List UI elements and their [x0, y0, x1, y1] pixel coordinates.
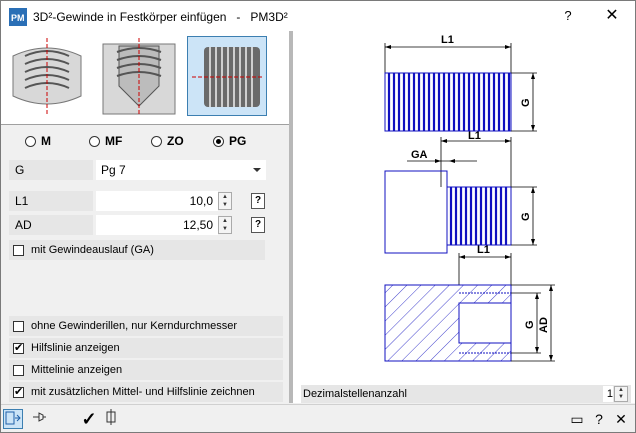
- l1-input[interactable]: 10,0: [96, 191, 218, 211]
- ad-label: AD: [9, 215, 93, 235]
- radio-mf-label: MF: [105, 134, 123, 148]
- mittellinie-label: Mittelinie anzeigen: [31, 364, 123, 376]
- window-title: 3D²-Gewinde in Festkörper einfügen - PM3…: [33, 10, 288, 24]
- radio-zo-dot[interactable]: [151, 135, 162, 147]
- dim-l1-1: L1: [441, 34, 454, 46]
- bottom-toolbar: ✓ ▭ ? ✕: [1, 404, 635, 432]
- thread-type-radio-group: M MF ZO PG: [25, 133, 265, 149]
- pin-icon[interactable]: [29, 409, 49, 429]
- radio-pg[interactable]: PG: [213, 133, 246, 149]
- ad-spinner[interactable]: ▲▼: [218, 216, 232, 234]
- thread-style-thumbnails: [1, 31, 289, 124]
- hilfslinie-checkbox[interactable]: Hilfslinie anzeigen: [9, 338, 283, 358]
- decimal-places-label: Dezimalstellenanzahl: [301, 385, 631, 403]
- zusaetzlich-checkbox[interactable]: mit zusätzlichen Mittel- und Hilfslinie …: [9, 382, 283, 402]
- decimal-places-input[interactable]: 1: [603, 386, 613, 402]
- g-label: G: [9, 160, 93, 180]
- close-button[interactable]: ✕: [605, 7, 619, 24]
- ohne-gewinderillen-label: ohne Gewinderillen, nur Kerndurchmesser: [31, 320, 238, 332]
- pm3d-app-icon: PM: [9, 8, 27, 26]
- insert-thread-icon[interactable]: [101, 409, 121, 429]
- title-bar: PM 3D²-Gewinde in Festkörper einfügen - …: [1, 1, 635, 31]
- thread-style-blind-icon[interactable]: [99, 36, 179, 116]
- radio-zo[interactable]: ZO: [151, 133, 184, 149]
- dim-g-1: G: [520, 98, 532, 107]
- dim-l1-3: L1: [477, 244, 490, 256]
- ok-checkmark-icon[interactable]: ✓: [81, 409, 97, 429]
- l1-spinner[interactable]: ▲▼: [218, 192, 232, 210]
- radio-mf-dot[interactable]: [89, 135, 100, 147]
- ohne-gewinderillen-box[interactable]: [13, 320, 24, 332]
- dim-g-2: G: [520, 212, 532, 221]
- ohne-gewinderillen-checkbox[interactable]: ohne Gewinderillen, nur Kerndurchmesser: [9, 316, 283, 336]
- preview-thread-with-ga: L1 GA G: [384, 130, 537, 254]
- gewindeauslauf-box[interactable]: [13, 244, 24, 256]
- radio-m-label: M: [41, 134, 51, 148]
- mittellinie-checkbox[interactable]: Mittelinie anzeigen: [9, 360, 283, 380]
- hilfslinie-label: Hilfslinie anzeigen: [31, 342, 120, 354]
- dim-g-3: G: [524, 320, 536, 329]
- radio-mf[interactable]: MF: [89, 133, 122, 149]
- radio-zo-label: ZO: [167, 134, 184, 148]
- preview-section-view: L1 G AD: [384, 244, 555, 362]
- zusaetzlich-box[interactable]: [13, 385, 24, 399]
- preview-panel: L1 G: [293, 31, 635, 403]
- close-icon[interactable]: ✕: [615, 411, 627, 427]
- chevron-down-icon[interactable]: [253, 168, 261, 172]
- g-select[interactable]: Pg 7: [96, 160, 266, 180]
- radio-pg-label: PG: [229, 134, 247, 148]
- l1-label: L1: [9, 191, 93, 211]
- dim-ga: GA: [411, 149, 428, 161]
- svg-text:PM: PM: [11, 13, 25, 23]
- radio-m[interactable]: M: [25, 133, 51, 149]
- gewindeauslauf-checkbox[interactable]: mit Gewindeauslauf (GA): [9, 240, 265, 260]
- thread-preview-drawing: L1 G: [384, 34, 555, 362]
- l1-help-button[interactable]: ?: [251, 193, 265, 209]
- g-select-value: Pg 7: [101, 163, 126, 177]
- dim-l1-2: L1: [468, 130, 481, 142]
- help-button[interactable]: ?: [564, 8, 572, 23]
- preview-external-thread: L1 G: [384, 34, 537, 132]
- radio-m-dot[interactable]: [25, 135, 36, 147]
- thread-style-external-icon[interactable]: [187, 36, 267, 116]
- mittellinie-box[interactable]: [13, 364, 24, 376]
- minimize-panel-icon[interactable]: ▭: [570, 411, 584, 427]
- settings-panel: M MF ZO PG G Pg 7 L1 10,0 ▲▼ ?: [1, 31, 289, 403]
- ad-input[interactable]: 12,50: [96, 215, 218, 235]
- dim-ad: AD: [538, 317, 550, 333]
- gewindeauslauf-label: mit Gewindeauslauf (GA): [31, 244, 154, 256]
- ad-help-button[interactable]: ?: [251, 217, 265, 233]
- zusaetzlich-label: mit zusätzlichen Mittel- und Hilfslinie …: [31, 386, 255, 398]
- exit-panel-icon[interactable]: [3, 409, 23, 429]
- panel-splitter[interactable]: [289, 31, 293, 403]
- hilfslinie-box[interactable]: [13, 341, 24, 355]
- help-icon[interactable]: ?: [595, 411, 603, 427]
- radio-pg-dot[interactable]: [213, 135, 224, 147]
- separator: [1, 124, 289, 125]
- decimal-places-spinner[interactable]: ▲▼: [614, 386, 628, 402]
- thread-style-internal-icon[interactable]: [7, 36, 87, 116]
